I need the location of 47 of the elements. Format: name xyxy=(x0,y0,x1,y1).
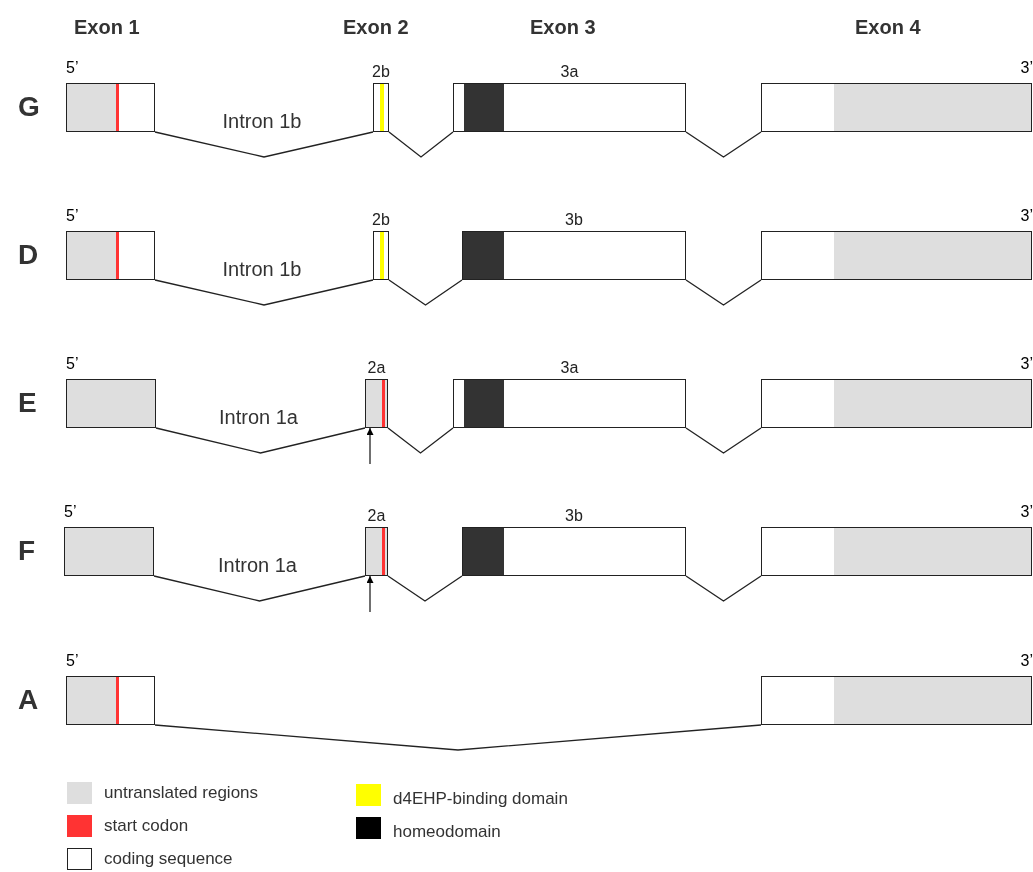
three-prime-label: 3’ xyxy=(1020,651,1033,671)
isoform-letter: D xyxy=(18,238,39,272)
exon-heading: Exon 3 xyxy=(530,15,596,40)
isoform-letter: G xyxy=(18,90,40,124)
exon-label: 3b xyxy=(565,210,583,230)
five-prime-label: 5’ xyxy=(66,354,79,374)
exon-heading: Exon 4 xyxy=(855,15,921,40)
intron-line xyxy=(154,724,762,751)
intron-line xyxy=(685,427,762,454)
intron-line xyxy=(154,131,374,158)
exon-heading: Exon 2 xyxy=(343,15,409,40)
legend-label: d4EHP-binding domain xyxy=(393,788,568,810)
three-prime-label: 3’ xyxy=(1020,58,1033,78)
intron-line xyxy=(388,279,463,306)
arrow xyxy=(366,575,374,613)
intron-line xyxy=(685,131,762,158)
isoform-letter: A xyxy=(18,683,39,717)
five-prime-label: 5’ xyxy=(66,206,79,226)
three-prime-label: 3’ xyxy=(1020,502,1033,522)
intron-line xyxy=(155,427,366,454)
intron-line xyxy=(387,427,454,454)
intron-line xyxy=(388,131,454,158)
legend-label: coding sequence xyxy=(104,848,233,870)
intron-line xyxy=(153,575,366,602)
five-prime-label: 5’ xyxy=(66,651,79,671)
intron-line xyxy=(154,279,374,306)
three-prime-label: 3’ xyxy=(1020,354,1033,374)
exon-heading: Exon 1 xyxy=(74,15,140,40)
legend-label: start codon xyxy=(104,815,189,837)
exon-label: 2a xyxy=(367,506,386,526)
intron-line xyxy=(387,575,463,602)
isoform-letter: F xyxy=(18,534,36,568)
arrow xyxy=(366,427,374,465)
exon-label: 2b xyxy=(372,210,390,230)
five-prime-label: 5’ xyxy=(66,58,79,78)
legend-label: untranslated regions xyxy=(104,782,259,804)
five-prime-label: 5’ xyxy=(64,502,77,522)
exon-label: 3a xyxy=(560,62,579,82)
exon-label: 2a xyxy=(367,358,386,378)
exon-label: 3a xyxy=(560,358,579,378)
exon-label: 3b xyxy=(565,506,583,526)
intron-line xyxy=(685,575,762,602)
three-prime-label: 3’ xyxy=(1020,206,1033,226)
exon-label: 2b xyxy=(372,62,390,82)
legend-label: homeodomain xyxy=(393,821,501,843)
isoform-letter: E xyxy=(18,386,37,420)
intron-line xyxy=(685,279,762,306)
